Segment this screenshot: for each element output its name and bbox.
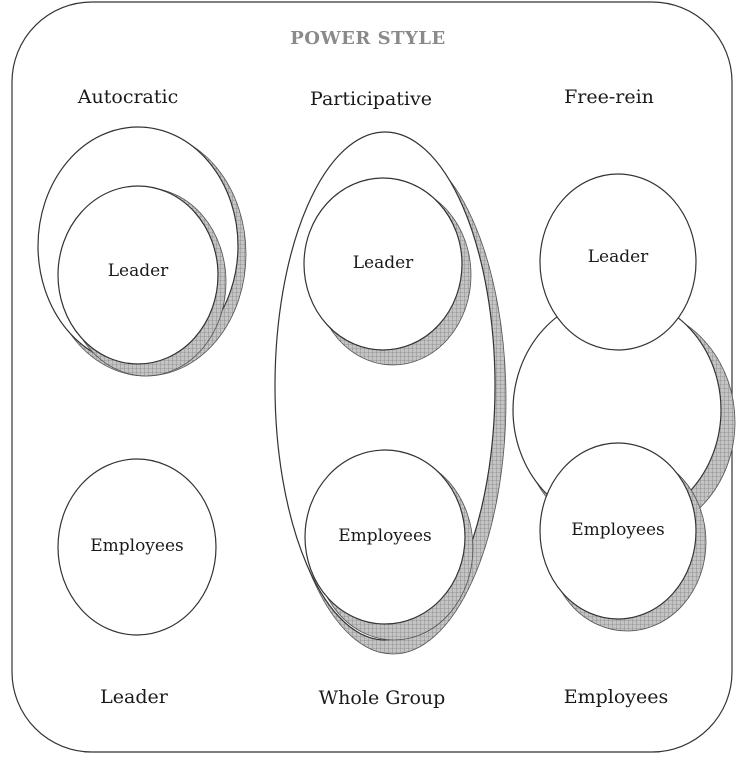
participative-group: Leader Employees	[274, 131, 507, 655]
autocratic-group: Leader Employees	[37, 126, 247, 636]
free-rein-group: Employees Leader	[512, 173, 736, 632]
heading-free-rein: Free-rein	[564, 86, 654, 108]
diagram-title: POWER STYLE	[290, 28, 446, 49]
autocratic-leader-label: Leader	[108, 261, 169, 281]
heading-participative: Participative	[310, 88, 432, 110]
footer-autocratic: Leader	[100, 686, 169, 708]
participative-employees-label: Employees	[338, 526, 432, 546]
free-rein-leader-label: Leader	[588, 247, 649, 267]
free-rein-leader-circle	[539, 173, 697, 351]
participative-leader-label: Leader	[353, 253, 414, 273]
outer-frame	[11, 1, 733, 753]
participative-employees-circle	[304, 449, 466, 625]
free-rein-employees-label: Employees	[571, 520, 665, 540]
autocratic-employees-circle	[57, 458, 217, 636]
footer-free-rein: Employees	[564, 686, 669, 708]
autocratic-employees-label: Employees	[90, 536, 184, 556]
autocratic-leader-circle	[57, 185, 219, 365]
free-rein-employees-circle	[539, 442, 697, 620]
heading-autocratic: Autocratic	[77, 86, 178, 108]
participative-leader-circle	[303, 177, 463, 351]
footer-participative: Whole Group	[319, 687, 446, 709]
